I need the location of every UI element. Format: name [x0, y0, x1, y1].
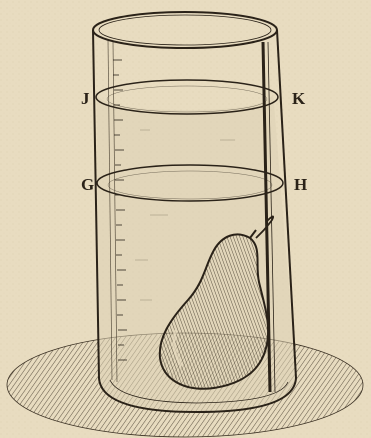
- label-g: G: [81, 176, 94, 193]
- label-h: H: [294, 176, 307, 193]
- label-j: J: [81, 90, 90, 107]
- label-k: K: [292, 90, 305, 107]
